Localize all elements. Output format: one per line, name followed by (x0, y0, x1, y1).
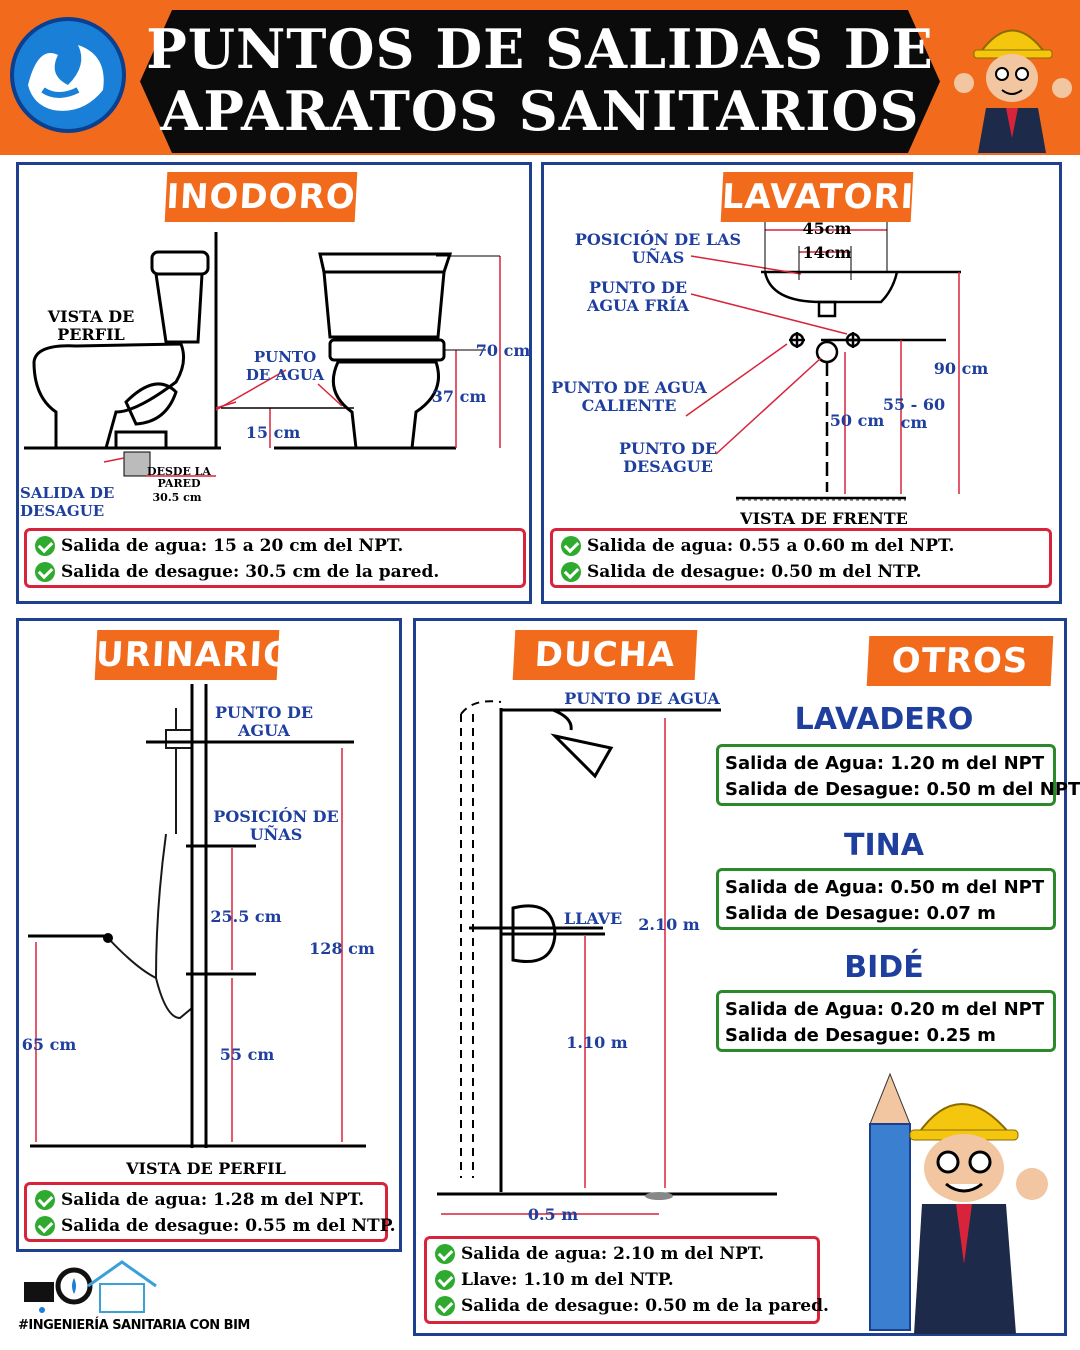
urinario-note-2: Salida de desague: 0.55 m del NTP. (35, 1213, 396, 1239)
ducha-note-1: Salida de agua: 2.10 m del NPT. (435, 1241, 809, 1267)
urinario-posicion-unas-label: POSICIÓN DE UÑAS (213, 807, 339, 844)
tina-desague: Salida de Desague: 0.07 m (725, 903, 996, 924)
tina-agua: Salida de Agua: 0.50 m del NPT (725, 877, 1045, 898)
urinario-notes: Salida de agua: 1.28 m del NPT. Salida d… (24, 1182, 396, 1242)
lavatorio-note-1: Salida de agua: 0.55 a 0.60 m del NPT. (561, 533, 1041, 559)
lavatorio-desague-label: PUNTO DE DESAGUE (618, 439, 718, 476)
title-banner (140, 10, 940, 153)
ducha-llave-label: LLAVE (563, 909, 623, 928)
lavatorio-dim-45: 45cm (802, 219, 852, 238)
lavadero-heading: LAVADERO (794, 702, 974, 737)
footer-hashtag: #INGENIERÍA SANITARIA CON BIM (18, 1318, 250, 1333)
urinario-dim-65: 65 cm (21, 1035, 77, 1054)
inodoro-punto-agua-label: PUNTO DE AGUA (245, 348, 325, 384)
check-icon (435, 1296, 455, 1316)
bide-agua: Salida de Agua: 0.20 m del NPT (725, 999, 1045, 1020)
otros-title-tag: OTROS (866, 636, 1054, 686)
urinario-vista-perfil-label: VISTA DE PERFIL (126, 1159, 286, 1178)
inodoro-vista-perfil-label: VISTA DE PERFIL (47, 307, 135, 344)
urinario-note-1: Salida de agua: 1.28 m del NPT. (35, 1187, 377, 1213)
inodoro-desde-pared-label: DESDE LA PARED (147, 465, 211, 490)
lavadero-box: Salida de Agua: 1.20 m del NPT Salida de… (716, 744, 1080, 806)
ducha-note-2: Llave: 1.10 m del NTP. (435, 1267, 809, 1293)
lavatorio-agua-fria-label: PUNTO DE AGUA FRÍA (586, 278, 690, 315)
ducha-punto-agua-label: PUNTO DE AGUA (564, 689, 720, 708)
check-icon (561, 536, 581, 556)
page-title: PUNTOS DE SALIDAS DE APARATOS SANITARIOS (140, 18, 940, 142)
check-icon (435, 1244, 455, 1264)
inodoro-note-1: Salida de agua: 15 a 20 cm del NPT. (35, 533, 515, 559)
title-line-2: APARATOS SANITARIOS (160, 79, 920, 143)
bide-desague: Salida de Desague: 0.25 m (725, 1025, 996, 1046)
lavadero-agua: Salida de Agua: 1.20 m del NPT (725, 753, 1045, 774)
ducha-diagram (437, 700, 777, 1215)
check-icon (35, 536, 55, 556)
engineer-pencil-mascot-icon (869, 1072, 1048, 1334)
check-icon (35, 562, 55, 582)
inodoro-dim-70: 70 cm (475, 341, 531, 360)
title-line-1: PUNTOS DE SALIDAS DE (146, 17, 934, 81)
inodoro-dim-37: 37 cm (431, 387, 487, 406)
inodoro-salida-desague-label: SALIDA DE DESAGUE (20, 484, 115, 520)
header-banner: PUNTOS DE SALIDAS DE APARATOS SANITARIOS (0, 0, 1080, 155)
lavatorio-dim-14: 14cm (802, 243, 852, 262)
check-icon (35, 1216, 55, 1236)
ducha-dim-05: 0.5 m (527, 1205, 579, 1224)
ducha-note-3: Salida de desague: 0.50 m de la pared. (435, 1293, 829, 1319)
ducha-notes: Salida de agua: 2.10 m del NPT. Llave: 1… (424, 1236, 829, 1324)
check-icon (35, 1190, 55, 1210)
lavatorio-agua-caliente-label: PUNTO DE AGUA CALIENTE (551, 378, 707, 415)
urinario-dim-25: 25.5 cm (210, 907, 282, 926)
lavatorio-dim-90: 90 cm (933, 359, 989, 378)
bide-box: Salida de Agua: 0.20 m del NPT Salida de… (716, 990, 1056, 1052)
engineer-mascot-icon (954, 29, 1072, 153)
inodoro-dim-15: 15 cm (245, 423, 301, 442)
inodoro-note-2: Salida de desague: 30.5 cm de la pared. (35, 559, 515, 585)
urinario-dim-55: 55 cm (219, 1045, 275, 1064)
check-icon (435, 1270, 455, 1290)
lavatorio-notes: Salida de agua: 0.55 a 0.60 m del NPT. S… (550, 528, 1052, 588)
bide-heading: BIDÉ (844, 950, 924, 985)
urinario-dim-128: 128 cm (309, 939, 375, 958)
lavatorio-posicion-unas-label: POSICIÓN DE LAS UÑAS (574, 230, 742, 267)
ducha-dim-210: 2.10 m (638, 915, 700, 934)
urinario-punto-agua-label: PUNTO DE AGUA (214, 703, 314, 740)
water-logo-icon (10, 17, 126, 133)
lavatorio-note-2: Salida de desague: 0.50 m del NTP. (561, 559, 1041, 585)
lavatorio-dim-55-60: 55 - 60 cm (882, 395, 946, 432)
ducha-dim-110: 1.10 m (566, 1033, 628, 1052)
lavatorio-dim-50: 50 cm (829, 411, 885, 430)
check-icon (561, 562, 581, 582)
inodoro-dim-30: 30.5 cm (152, 491, 202, 504)
urinario-diagram (28, 684, 366, 1148)
faucet-house-logo-icon (24, 1260, 157, 1313)
lavatorio-vista-frente-label: VISTA DE FRENTE (740, 509, 908, 528)
lavadero-desague: Salida de Desague: 0.50 m del NPT (725, 779, 1080, 800)
lavatorio-diagram (685, 222, 961, 501)
inodoro-diagram (24, 232, 501, 477)
tina-heading: TINA (844, 828, 924, 863)
inodoro-notes: Salida de agua: 15 a 20 cm del NPT. Sali… (24, 528, 526, 588)
tina-box: Salida de Agua: 0.50 m del NPT Salida de… (716, 868, 1056, 930)
